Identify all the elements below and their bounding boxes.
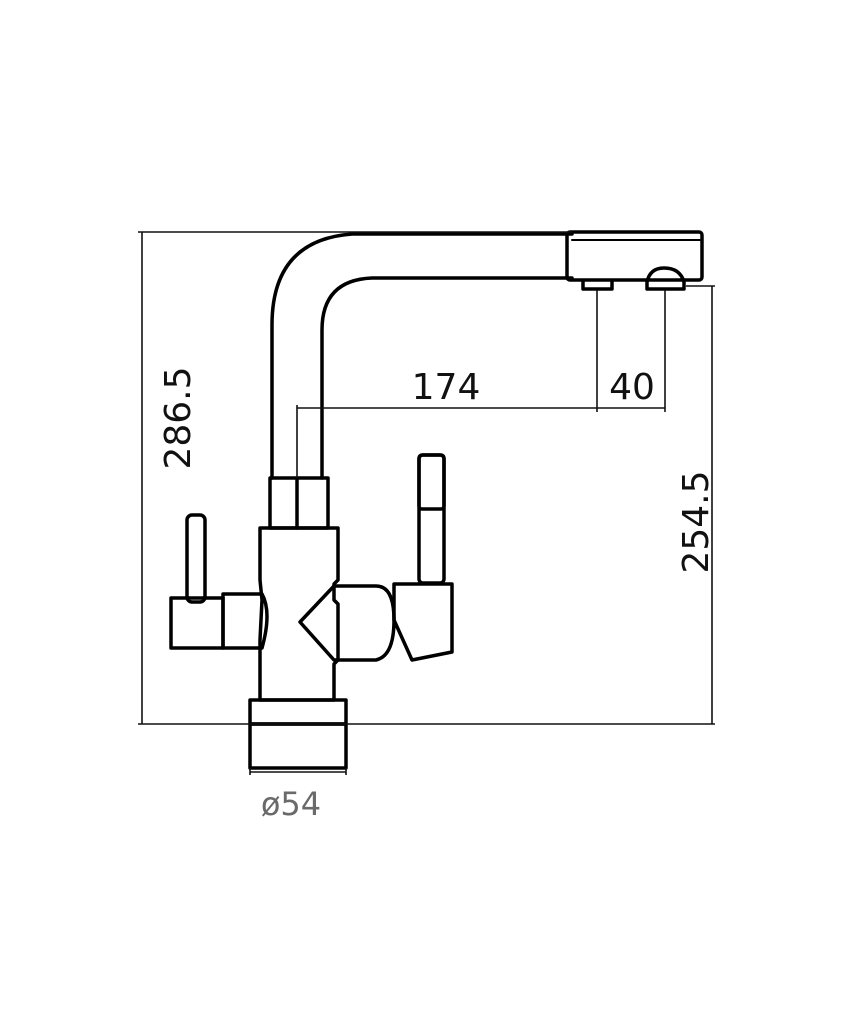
right-valve-body bbox=[298, 584, 396, 662]
reach-label: 174 bbox=[412, 367, 481, 408]
outlet-spacing-label: 40 bbox=[609, 367, 655, 408]
dimension-labels: 286.5 254.5 174 40 ø54 bbox=[158, 366, 717, 823]
faucet-outline bbox=[169, 230, 704, 770]
left-cartridge bbox=[221, 592, 269, 650]
base-nut-bottom bbox=[248, 722, 348, 770]
dimension-lines bbox=[138, 231, 715, 775]
left-lever-handle bbox=[185, 513, 207, 604]
neck-collar bbox=[268, 476, 330, 530]
base-diameter-label: ø54 bbox=[261, 785, 321, 823]
outlet-nozzle-filtered bbox=[581, 280, 614, 291]
outlet-nozzle-tap bbox=[645, 266, 686, 291]
spout-inner-outline bbox=[320, 276, 574, 480]
right-lever-handle bbox=[417, 453, 446, 585]
right-lever-grip bbox=[417, 453, 446, 511]
spout-head bbox=[565, 230, 704, 282]
base-nut-top bbox=[248, 698, 348, 726]
spout-outer-outline bbox=[270, 232, 574, 480]
overall-height-label: 286.5 bbox=[158, 366, 199, 469]
right-cartridge bbox=[392, 582, 454, 662]
spout-height-label: 254.5 bbox=[676, 470, 717, 573]
left-cartridge-cap bbox=[169, 596, 225, 650]
main-body bbox=[258, 526, 340, 702]
